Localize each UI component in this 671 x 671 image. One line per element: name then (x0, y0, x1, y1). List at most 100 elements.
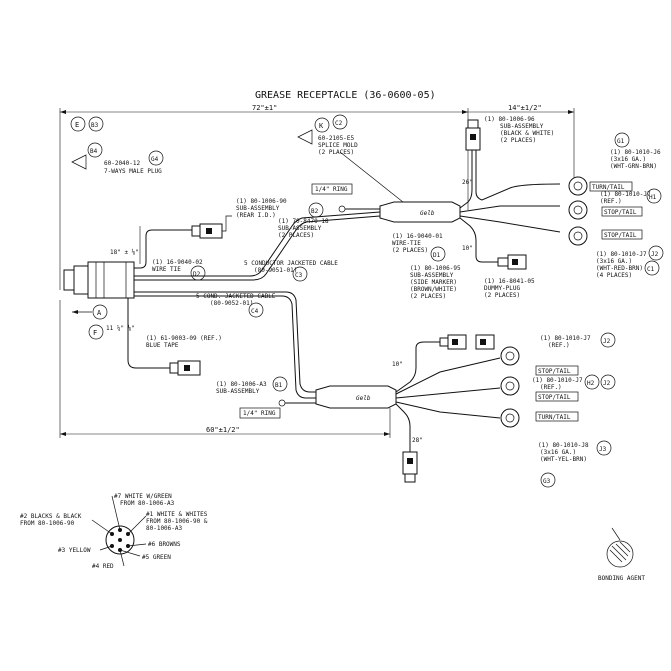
j7c-line2: (REF.) (540, 384, 562, 391)
dimension-11: 11 ¼" ⅛" (106, 325, 135, 332)
wire-tie-2-line2: WIRE TIE (152, 266, 181, 273)
balloon-K: K (314, 117, 330, 133)
b6-connector (465, 119, 481, 151)
balloon-C2: C2 (332, 114, 348, 130)
ring-terminal-bottom: 1/4" RING (239, 399, 316, 419)
dimension-26: 26" (462, 179, 473, 186)
bottom-branches (395, 341, 501, 452)
balloon-B4: B4 (87, 142, 103, 158)
s95-line5: (2 PLACES) (410, 293, 446, 300)
svg-text:18" ± ⅛": 18" ± ⅛" (110, 249, 139, 256)
svg-text:J2: J2 (603, 338, 611, 345)
svg-text:C4: C4 (251, 308, 259, 315)
svg-text:K: K (319, 122, 324, 130)
wire-tie-1-line2: WIRE-TIE (392, 240, 421, 247)
j7b-line2: (REF.) (548, 342, 570, 349)
svg-text:D1: D1 (433, 252, 441, 259)
balloon-H1: H1 (646, 188, 662, 204)
dummy-line2: DUMMY-PLUG (484, 285, 521, 292)
splice-note-line3: (2 PLACES) (318, 149, 354, 156)
lamp-connector-bottom-3: TURN/TAIL (500, 408, 579, 428)
s95-line2: SUB-ASSEMBLY (410, 272, 454, 279)
pin5: #5 GREEN (142, 554, 171, 561)
svg-text:J2: J2 (603, 380, 611, 387)
balloon-A: A (72, 304, 108, 320)
j7-line3: (WHT-RED-BRN) (596, 265, 643, 272)
svg-text:G3: G3 (543, 478, 551, 485)
balloon-C1: C1 (644, 260, 660, 276)
a3-connector (169, 360, 201, 376)
svg-text:B1: B1 (275, 382, 283, 389)
dimension-28: 28" (412, 437, 423, 444)
s96-line4: (2 PLACES) (500, 137, 536, 144)
dummy-line3: (2 PLACES) (484, 292, 520, 299)
svg-text:C1: C1 (647, 266, 655, 273)
svg-text:STOP/TAIL: STOP/TAIL (538, 368, 571, 375)
rear-id-note-line2: SUB-ASSEMBLY (236, 205, 280, 212)
j8-line2: (3x16 GA.) (540, 449, 576, 456)
revision-triangle-icon (71, 154, 87, 170)
lamp-connector-top-1: TURN/TAIL (568, 176, 633, 196)
dimension-label: 60"±1/2" (206, 426, 240, 434)
j7-line4: (4 PLACES) (596, 272, 632, 279)
j6-line1: (1) 80-1010-J6 (610, 149, 661, 156)
splice-mold-bottom: Gelb (315, 385, 397, 409)
seven-way-plug (63, 261, 135, 299)
svg-text:G4: G4 (151, 156, 159, 163)
pin6: #6 BROWNS (148, 541, 181, 548)
j7b-line1: (1) 80-1010-J7 (540, 335, 591, 342)
svg-text:F: F (93, 329, 97, 337)
s95-line1: (1) 80-1006-95 (410, 265, 461, 272)
j7ref-top-line2: (REF.) (600, 198, 622, 205)
j7c-line1: (1) 80-1010-J7 (532, 377, 583, 384)
dimension-label: 14"±1/2" (508, 104, 542, 112)
balloon-G4: G4 (148, 150, 164, 166)
balloon-F: F (88, 324, 104, 340)
balloon-B1: B1 (272, 376, 288, 392)
ring-terminal-top: 1/4" RING (311, 183, 380, 213)
svg-text:C2: C2 (335, 120, 343, 127)
balloon-J2-mid: J2 (600, 332, 616, 348)
balloon-C3: C3 (292, 266, 308, 282)
j7-line2: (3x16 GA.) (596, 258, 632, 265)
svg-text:H2: H2 (587, 380, 595, 387)
j8-line3: (WHT-YEL-BRN) (540, 456, 587, 463)
s96-line3: (BLACK & WHITE) (500, 130, 554, 137)
j8-line1: (1) 80-1010-J8 (538, 442, 589, 449)
pin1-line1: #1 WHITE & WHITES (146, 511, 208, 518)
diagram-title: GREASE RECEPTACLE (36-0600-05) (255, 90, 436, 101)
bottom-dummy-connector (439, 334, 495, 350)
svg-text:STOP/TAIL: STOP/TAIL (604, 209, 637, 216)
lamp-connector-bottom-2: STOP/TAIL (500, 376, 579, 402)
svg-text:Gelb: Gelb (356, 395, 371, 402)
balloon-B3: B3 (88, 116, 104, 132)
svg-text:1/4" RING: 1/4" RING (243, 410, 276, 417)
balloon-C4: C4 (248, 302, 264, 318)
lamp-connector-top-2: STOP/TAIL (568, 200, 643, 220)
pin1-line3: 80-1006-A3 (146, 525, 183, 532)
s96-line1: (1) 80-1006-96 (484, 116, 535, 123)
blue-tape-line1: (1) 61-9003-09 (REF.) (146, 335, 222, 342)
svg-text:TURN/TAIL: TURN/TAIL (592, 184, 625, 191)
s96-line2: SUB-ASSEMBLY (500, 123, 544, 130)
cable-5-conductor-upper (134, 211, 381, 281)
dimension-18: 18" ± ⅛" (110, 226, 141, 264)
cable-5cb-line1: 5-COND. JACKETED CABLE (196, 293, 276, 300)
j6-line3: (WHT-GRN-BRN) (610, 163, 657, 170)
svg-text:E: E (75, 121, 79, 129)
svg-text:B4: B4 (90, 148, 98, 155)
plug-pinout-detail (91, 495, 147, 567)
wire-tie-1-line1: (1) 16-9040-01 (392, 233, 443, 240)
dummy-line1: (1) 16-8041-05 (484, 278, 535, 285)
balloon-J3: J3 (596, 440, 612, 456)
pin3: #3 YELLOW (58, 547, 91, 554)
top-branches (459, 150, 561, 263)
balloon-B2: B2 (308, 202, 324, 218)
balloon-D1: D1 (430, 246, 446, 262)
bonding-agent-symbol (606, 527, 634, 568)
svg-text:B3: B3 (91, 122, 99, 129)
balloon-E: E (70, 116, 86, 132)
bottom-vertical-connector (402, 451, 418, 483)
wire-tie-2-line1: (1) 16-9040-02 (152, 259, 203, 266)
